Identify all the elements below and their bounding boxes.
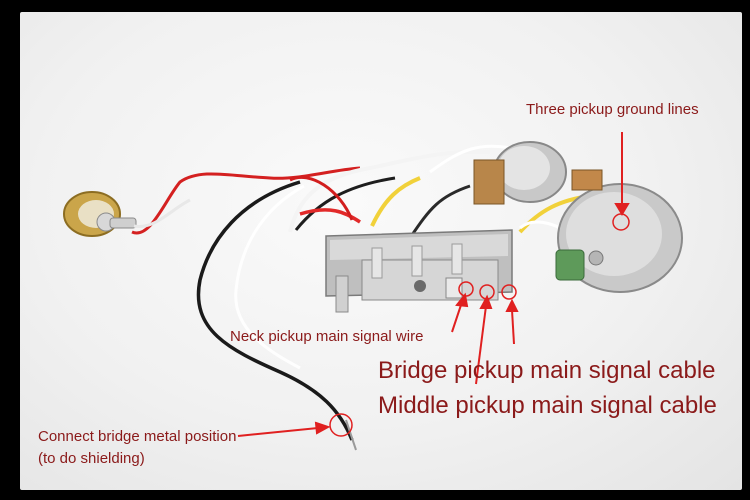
tone-potentiometer <box>555 169 683 293</box>
product-photo <box>20 12 742 490</box>
ground-lines-label: Three pickup ground lines <box>526 101 699 118</box>
neck-signal-label: Neck pickup main signal wire <box>230 328 424 345</box>
bridge-signal-label: Bridge pickup main signal cable <box>378 357 716 384</box>
pickup-selector-switch <box>325 229 513 313</box>
volume-potentiometer <box>473 141 567 205</box>
shielding-label: Connect bridge metal position (to do shi… <box>38 428 237 467</box>
middle-signal-label: Middle pickup main signal cable <box>378 392 717 419</box>
output-jack <box>63 191 137 237</box>
wiring-harness-illustration <box>63 141 683 451</box>
